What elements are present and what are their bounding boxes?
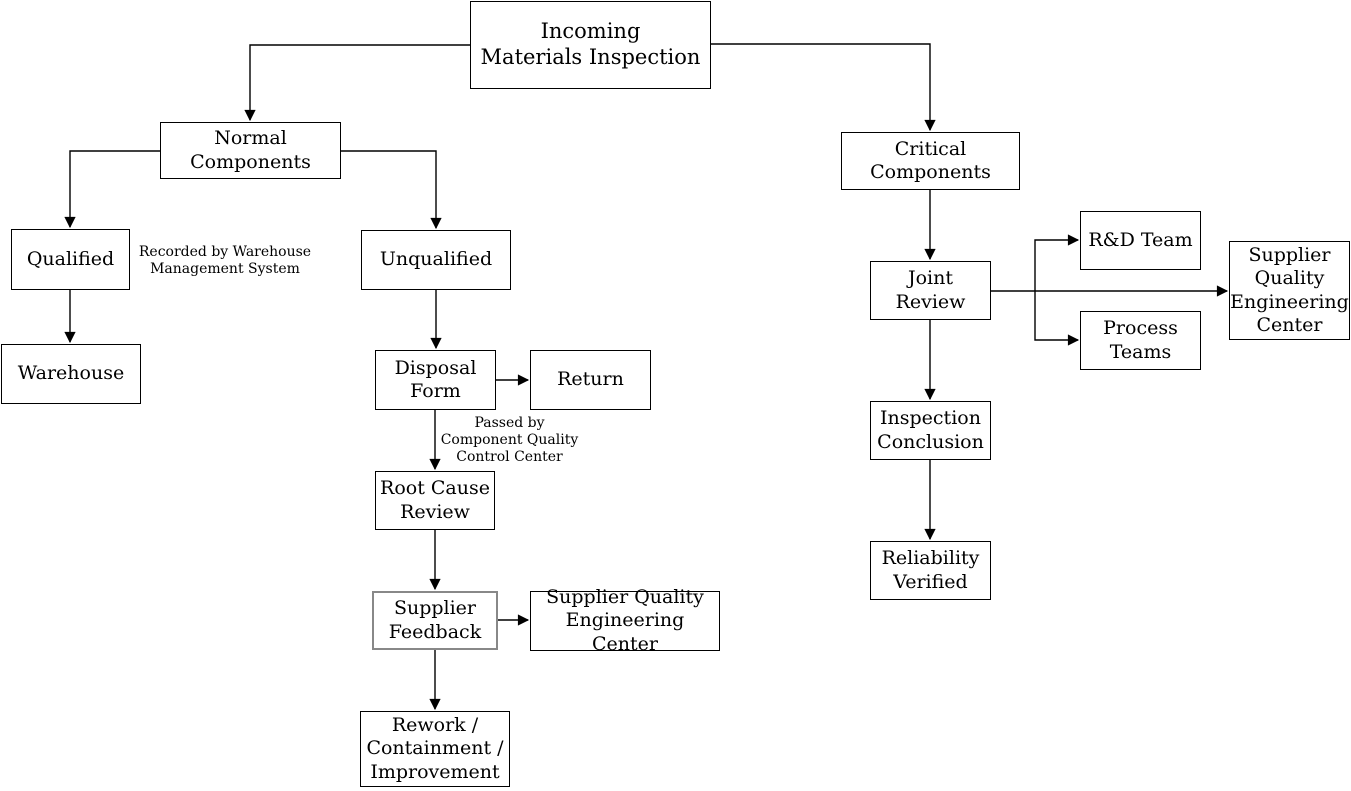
node-supplier-quality-engineering-center-left: Supplier Quality Engineering Center bbox=[530, 586, 720, 655]
node-disposal-form: Disposal Form bbox=[375, 350, 496, 410]
node-supplier-feedback: Supplier Feedback bbox=[372, 591, 498, 650]
edge-normal-unqualified bbox=[341, 150, 442, 230]
node-label: Joint Review bbox=[895, 267, 966, 313]
node-process-teams: Process Teams bbox=[1080, 311, 1201, 370]
node-label: Incoming Materials Inspection bbox=[480, 19, 701, 69]
node-label: Process Teams bbox=[1103, 317, 1178, 363]
node-label: Root Cause Review bbox=[380, 477, 490, 523]
node-label: Supplier Quality Engineering Center bbox=[546, 586, 704, 655]
node-reliability-verified: Reliability Verified bbox=[870, 541, 991, 600]
node-label: R&D Team bbox=[1088, 228, 1193, 251]
node-label: Supplier Quality Engineering Center bbox=[1230, 244, 1349, 336]
node-critical-components: Critical Components bbox=[841, 132, 1020, 190]
node-supplier-quality-engineering-center-right: Supplier Quality Engineering Center bbox=[1229, 241, 1350, 340]
node-joint-review: Joint Review bbox=[870, 261, 991, 320]
node-unqualified: Unqualified bbox=[361, 230, 511, 290]
edge-joint-rnd bbox=[1034, 234, 1080, 291]
node-rework-containment-improvement: Rework / Containment / Improvement bbox=[360, 711, 510, 787]
edge-incoming-critical bbox=[711, 43, 936, 132]
node-incoming-materials-inspection: Incoming Materials Inspection bbox=[470, 1, 711, 89]
node-normal-components: Normal Components bbox=[160, 122, 341, 179]
node-label: Unqualified bbox=[379, 248, 493, 271]
node-qualified: Qualified bbox=[11, 229, 130, 290]
node-rnd-team: R&D Team bbox=[1080, 211, 1201, 270]
annotation-passed-by-cqcc: Passed by Component Quality Control Cent… bbox=[440, 415, 579, 466]
node-label: Normal Components bbox=[190, 127, 311, 173]
node-label: Disposal Form bbox=[394, 356, 477, 402]
node-label: Qualified bbox=[26, 247, 115, 270]
node-label: Reliability Verified bbox=[881, 547, 980, 593]
node-return: Return bbox=[530, 350, 651, 410]
annotation-recorded-by-warehouse: Recorded by Warehouse Management System bbox=[138, 244, 312, 278]
node-inspection-conclusion: Inspection Conclusion bbox=[870, 401, 991, 460]
node-label: Warehouse bbox=[17, 362, 125, 385]
node-label: Supplier Feedback bbox=[388, 597, 482, 643]
node-label: Return bbox=[557, 368, 624, 391]
node-label: Critical Components bbox=[870, 137, 991, 183]
edge-incoming-normal bbox=[244, 44, 470, 122]
node-root-cause-review: Root Cause Review bbox=[375, 471, 495, 530]
node-label: Rework / Containment / Improvement bbox=[366, 714, 504, 783]
edge-normal-qualified bbox=[64, 150, 160, 229]
edge-joint-process bbox=[1034, 291, 1080, 346]
node-label: Inspection Conclusion bbox=[877, 407, 984, 453]
node-warehouse: Warehouse bbox=[1, 344, 141, 404]
